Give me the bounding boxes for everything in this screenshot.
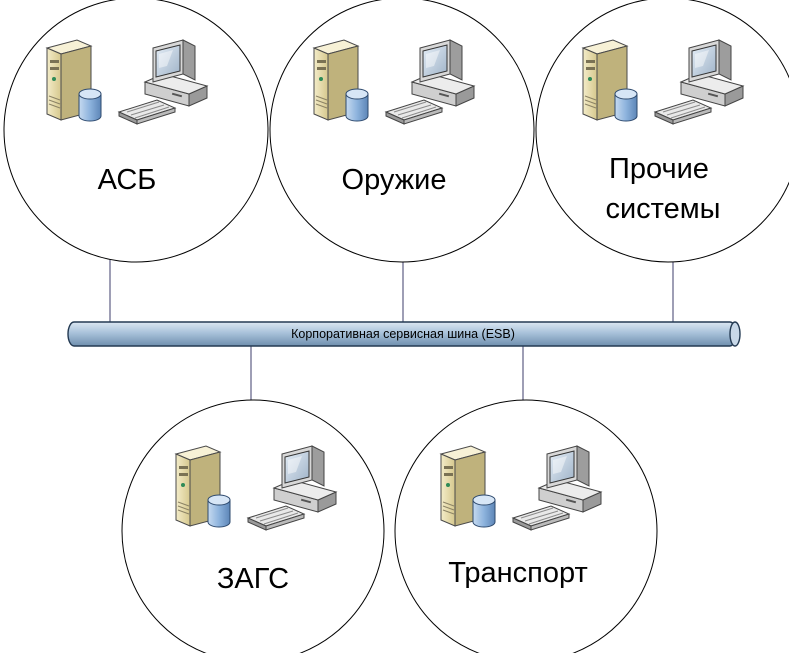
node-label-line: ЗАГС [217,563,289,595]
node-label: Прочие системы [605,153,720,225]
node-label-line: АСБ [98,164,157,196]
node-label-line: Транспорт [448,557,587,589]
node-prochie: Прочие системы [535,0,789,263]
node-label: АСБ [98,164,157,196]
node-zags: ЗАГС [121,399,385,653]
bus-label: Корпоративная сервисная шина (ESB) [291,327,515,341]
node-circle [269,0,535,263]
esb-bus: Корпоративная сервисная шина (ESB) [67,321,741,347]
node-circle [3,0,269,263]
bus-pipe-end [729,321,741,347]
node-label-line: Оружие [342,164,447,196]
node-transport: Транспорт [394,399,658,653]
node-oruzhie: Оружие [269,0,535,263]
node-label: ЗАГС [217,563,289,595]
node-label-line: Прочие [609,153,709,185]
node-circle [121,399,385,653]
node-label-line: системы [605,193,720,225]
node-label: Оружие [342,164,447,196]
node-label: Транспорт [448,557,587,589]
node-asb: АСБ [3,0,269,263]
